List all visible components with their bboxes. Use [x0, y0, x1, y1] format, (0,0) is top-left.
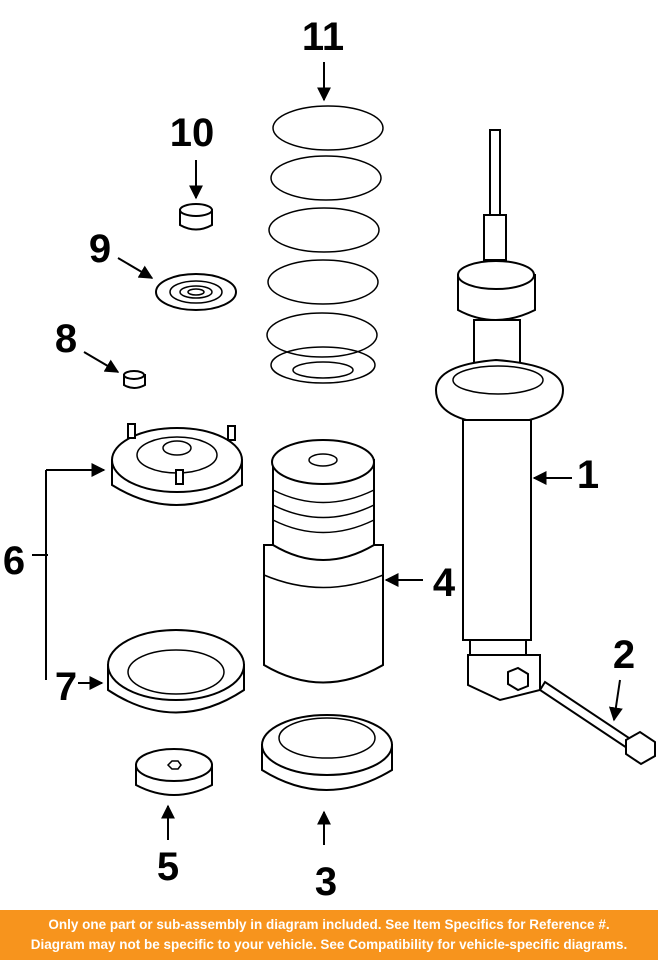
- isolator-part-7: [107, 629, 245, 714]
- leader-arrows: [32, 62, 623, 845]
- bushing-part-10: [179, 203, 213, 231]
- disclaimer-line-2: Diagram may not be specific to your vehi…: [30, 937, 628, 952]
- callout-11: 11: [302, 15, 344, 59]
- coil-spring-part-11: [266, 105, 384, 384]
- nut-part-8: [123, 370, 146, 389]
- shock-absorber-part-1: [434, 129, 565, 702]
- washer-part-9: [155, 273, 237, 311]
- bolt-part-2: [538, 680, 656, 766]
- callout-5: 5: [157, 845, 179, 889]
- callout-3: 3: [315, 860, 337, 904]
- callout-10: 10: [170, 111, 215, 155]
- callout-7: 7: [55, 665, 77, 709]
- bump-cap-part-5: [135, 748, 213, 796]
- callout-6: 6: [3, 539, 25, 583]
- callout-8: 8: [55, 317, 77, 361]
- callout-2: 2: [613, 633, 635, 677]
- callout-4: 4: [433, 561, 456, 605]
- suspension-parts-diagram: 11 10 9 8 6 7 1 2 4 3 5: [3, 15, 656, 904]
- upper-mount-part-6: [111, 423, 243, 506]
- disclaimer-line-1: Only one part or sub-assembly in diagram…: [48, 917, 610, 932]
- callout-1: 1: [577, 453, 599, 497]
- dust-boot-part-4: [263, 439, 384, 684]
- callout-9: 9: [89, 227, 111, 271]
- disclaimer-banner: Only one part or sub-assembly in diagram…: [0, 910, 658, 960]
- spring-seat-part-3: [261, 714, 393, 791]
